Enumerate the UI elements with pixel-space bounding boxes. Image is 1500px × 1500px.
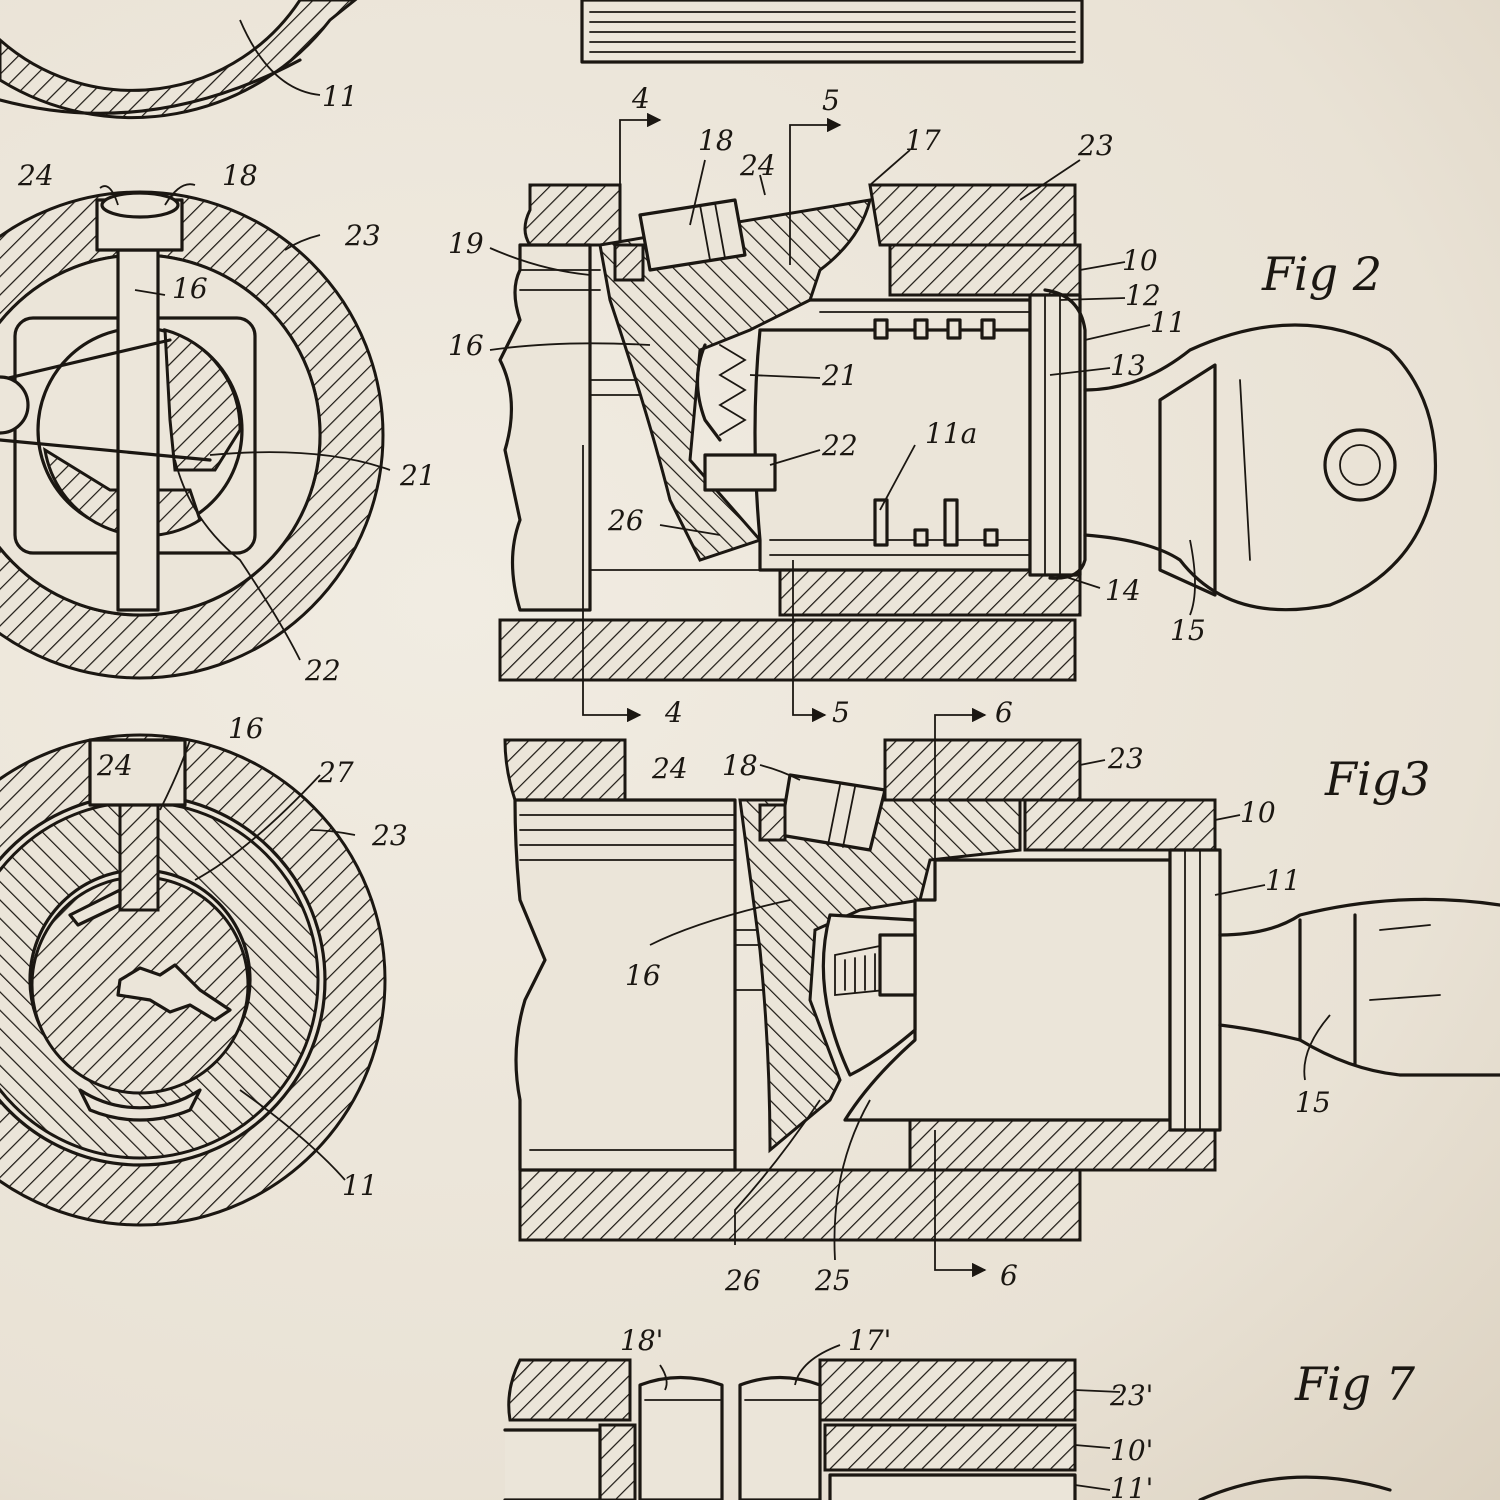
figure-title: Fig 7 bbox=[1294, 1357, 1416, 1411]
reference-labels-fig3: 24 18 23 10 11 16 15 26 25 bbox=[625, 742, 1331, 1297]
reference-numeral: 18 bbox=[222, 159, 258, 192]
partial-section-top-left bbox=[0, 0, 358, 120]
reference-labels-topleft: 11 bbox=[322, 80, 358, 113]
reference-numeral: 23 bbox=[1077, 129, 1114, 162]
reference-numeral: 19 bbox=[448, 227, 484, 260]
reference-labels-fig7: 18' 17' 23' 10' 11' bbox=[620, 1324, 1153, 1500]
reference-numeral: 23' bbox=[1109, 1379, 1153, 1412]
reference-numeral: 16 bbox=[625, 959, 661, 992]
reference-numeral: 23 bbox=[1107, 742, 1144, 775]
fig2-lock-section bbox=[489, 112, 1438, 723]
reference-numeral: 26 bbox=[607, 504, 644, 537]
reference-numeral: 13 bbox=[1110, 349, 1146, 382]
reference-numeral: 11a bbox=[925, 417, 977, 450]
reference-numeral: 12 bbox=[1125, 279, 1161, 312]
fig4-cross-section bbox=[0, 183, 391, 680]
figure-title: Fig3 bbox=[1324, 752, 1430, 806]
reference-numeral: 16 bbox=[228, 712, 264, 745]
reference-numeral: 18' bbox=[620, 1324, 663, 1357]
reference-numeral: 15 bbox=[1295, 1086, 1331, 1119]
reference-numeral: 21 bbox=[399, 459, 436, 492]
fig3-lock-section bbox=[503, 707, 1500, 1278]
section-mark: 4 bbox=[664, 696, 683, 729]
reference-numeral: 11 bbox=[322, 80, 358, 113]
reference-numeral: 24 bbox=[96, 749, 133, 782]
reference-numeral: 10' bbox=[1110, 1434, 1153, 1467]
reference-numeral: 10 bbox=[1240, 796, 1276, 829]
reference-numeral: 26 bbox=[724, 1264, 761, 1297]
section-mark: 5 bbox=[822, 84, 840, 117]
reference-numeral: 25 bbox=[814, 1264, 851, 1297]
figure-title: Fig 2 bbox=[1261, 247, 1382, 301]
reference-numeral: 11' bbox=[1110, 1472, 1153, 1500]
reference-numeral: 15 bbox=[1170, 614, 1206, 647]
reference-numeral: 24 bbox=[17, 159, 54, 192]
reference-numeral: 11 bbox=[342, 1169, 378, 1202]
reference-numeral: 21 bbox=[821, 359, 858, 392]
partial-section-top-center bbox=[580, 0, 1084, 64]
reference-numeral: 18 bbox=[698, 124, 734, 157]
section-mark: 4 bbox=[631, 82, 650, 115]
reference-numeral: 23 bbox=[371, 819, 408, 852]
fig7-lock-section bbox=[503, 1344, 1392, 1500]
reference-labels-fig5: 24 16 27 23 11 bbox=[96, 712, 408, 1202]
reference-numeral: 24 bbox=[651, 752, 688, 785]
fig5-cross-section bbox=[0, 733, 387, 1227]
reference-numeral: 17 bbox=[905, 124, 941, 157]
reference-numeral: 16 bbox=[448, 329, 484, 362]
reference-numeral: 18 bbox=[722, 749, 758, 782]
reference-numeral: 22 bbox=[304, 654, 341, 687]
reference-numeral: 23 bbox=[344, 219, 381, 252]
reference-labels-fig4: 24 18 23 16 21 22 bbox=[17, 159, 436, 687]
reference-numeral: 11 bbox=[1265, 864, 1301, 897]
reference-numeral: 10 bbox=[1122, 244, 1158, 277]
reference-numeral: 27 bbox=[317, 756, 354, 789]
reference-numeral: 22 bbox=[821, 429, 858, 462]
reference-numeral: 16 bbox=[172, 272, 208, 305]
reference-numeral: 11 bbox=[1150, 306, 1186, 339]
section-mark: 6 bbox=[1000, 1259, 1018, 1292]
section-mark: 5 bbox=[832, 696, 850, 729]
section-mark-labels: 4 5 4 5 6 6 bbox=[631, 82, 1018, 1292]
section-mark: 6 bbox=[995, 696, 1013, 729]
reference-numeral: 24 bbox=[739, 149, 776, 182]
figure-titles: Fig 2 Fig3 Fig 7 bbox=[1261, 247, 1430, 1411]
reference-numeral: 14 bbox=[1105, 574, 1141, 607]
reference-numeral: 17' bbox=[848, 1324, 891, 1357]
reference-labels-fig2: 18 24 17 23 19 10 12 11 16 13 21 22 11a … bbox=[448, 124, 1206, 647]
